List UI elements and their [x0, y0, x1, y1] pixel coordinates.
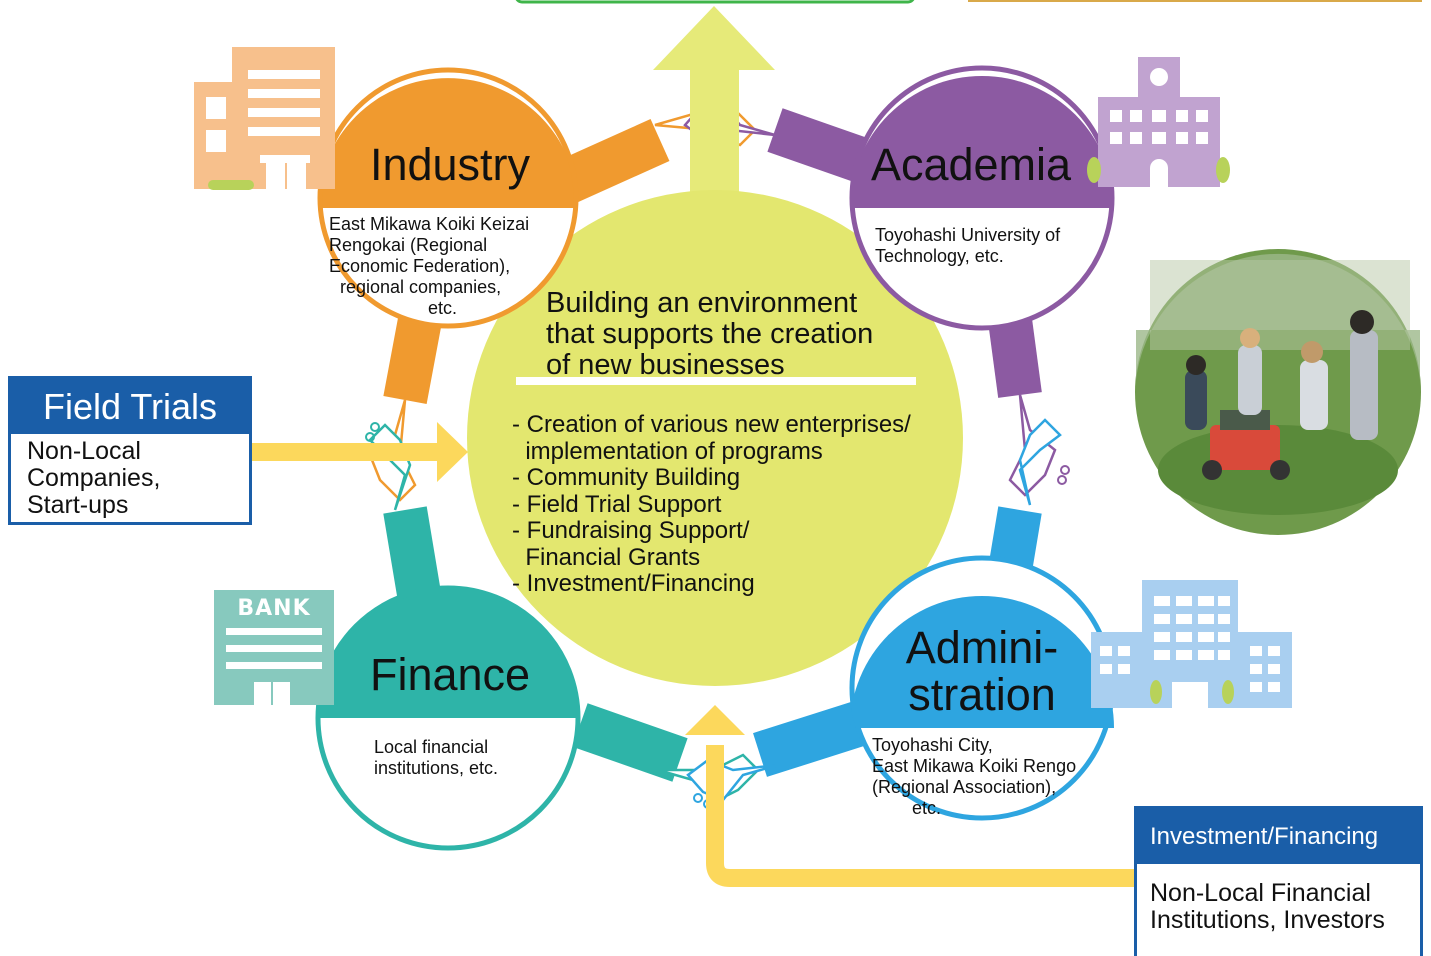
hub-list-item: Financial Grants: [512, 544, 701, 571]
office-building-icon: [194, 47, 335, 190]
hub-list-item: - Creation of various new enterprises/: [512, 411, 911, 438]
industry-desc-line: Rengokai (Regional: [329, 235, 488, 255]
arrow-up-small-icon: [685, 705, 745, 735]
investment-line: Non-Local Financial: [1150, 879, 1371, 907]
hub-title-line: that supports the creation: [546, 318, 874, 350]
industry-desc-line: Economic Federation),: [329, 256, 511, 276]
bank-sign: BANK: [237, 596, 311, 621]
industry-desc-line: etc.: [428, 298, 458, 318]
administration-title-line1: Admini-: [905, 622, 1059, 673]
handshake-icon: [1008, 394, 1070, 506]
hub-divider: [516, 377, 916, 385]
administration-desc-line: etc.: [912, 798, 942, 818]
investment-box: Investment/Financing Non-Local Financial…: [1134, 806, 1423, 956]
top-banner-fragment: [515, 0, 915, 4]
academia-desc-line: Technology, etc.: [875, 246, 1004, 266]
industry-circle: [317, 67, 579, 329]
field-trials-box: Field Trials Non-Local Companies, Start-…: [8, 376, 252, 525]
administration-circle: [849, 555, 1115, 821]
hub-circle: [467, 190, 963, 686]
field-trials-header: Field Trials: [11, 379, 249, 434]
hub-list-item: - Community Building: [512, 464, 741, 491]
administration-desc-line: (Regional Association),: [872, 777, 1057, 797]
academia-circle: [849, 65, 1115, 331]
top-photo-fragment: [968, 0, 1422, 2]
field-trials-body: Non-Local Companies, Start-ups: [11, 434, 249, 519]
investment-line: Institutions, Investors: [1150, 906, 1385, 934]
hub-list-item: - Investment/Financing: [512, 570, 755, 597]
industry-desc-line: regional companies,: [340, 277, 502, 297]
finance-circle: [315, 585, 581, 851]
arrow-stem: [690, 70, 739, 190]
investment-body: Non-Local Financial Institutions, Invest…: [1137, 864, 1420, 934]
bank-icon: [214, 590, 334, 705]
industry-title: Industry: [369, 139, 531, 190]
academia-title: Academia: [870, 139, 1072, 190]
university-icon: [1087, 57, 1230, 187]
hub-title-line: of new businesses: [546, 349, 785, 381]
hub-title-line: Building an environment: [546, 287, 858, 319]
industry-desc-line: East Mikawa Koiki Keizai: [329, 214, 530, 234]
investment-header: Investment/Financing: [1137, 809, 1420, 864]
finance-desc-line: Local financial: [374, 737, 489, 757]
arrow-right-icon: [252, 422, 468, 482]
field-trials-line: Companies,: [27, 464, 161, 492]
hub-list-item: - Fundraising Support/: [512, 517, 750, 544]
administration-desc-line: Toyohashi City,: [872, 735, 993, 755]
administration-title-line2: stration: [908, 669, 1056, 720]
academia-desc-line: Toyohashi University of: [875, 225, 1061, 245]
hub-list-item: - Field Trial Support: [512, 491, 722, 518]
hub-list-item: implementation of programs: [512, 438, 823, 465]
city-hall-icon: [1091, 580, 1292, 708]
field-trials-line: Non-Local: [27, 437, 141, 465]
investment-arrow: [706, 745, 1140, 887]
administration-desc-line: East Mikawa Koiki Rengo: [872, 756, 1077, 776]
finance-title: Finance: [369, 649, 531, 700]
field-trials-line: Start-ups: [27, 491, 129, 519]
finance-desc-line: institutions, etc.: [374, 758, 499, 778]
field-trial-photo: [1135, 249, 1421, 535]
